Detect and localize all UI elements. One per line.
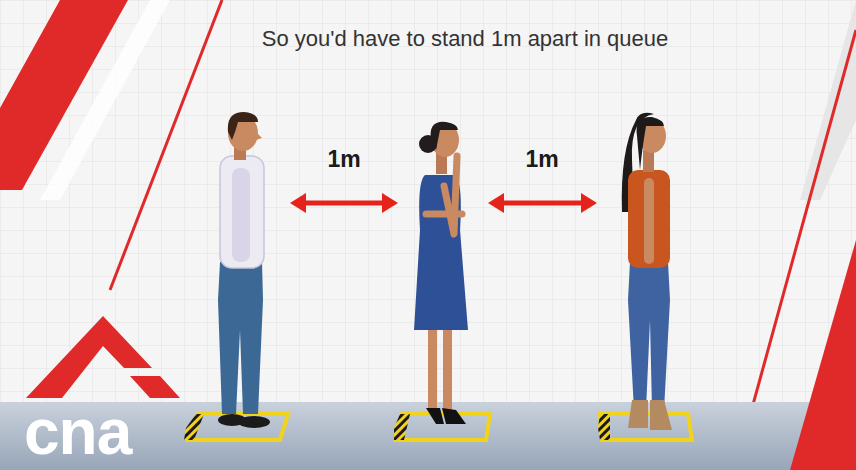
- cna-logo-mark-part: [130, 376, 180, 398]
- woman-figure-part: [414, 175, 468, 330]
- distance-arrow-part: [488, 193, 504, 213]
- woman-figure-part: [650, 400, 672, 430]
- woman-figure-part: [628, 262, 670, 410]
- cna-logo-mark-part: [26, 316, 152, 398]
- decor-stripes-part: [40, 0, 170, 200]
- woman-figure-part: [628, 170, 670, 268]
- distance-arrow-part: [382, 193, 398, 213]
- decor-stripes-part: [110, 0, 222, 290]
- woman-figure-part: [644, 178, 654, 264]
- man-figure: [218, 112, 270, 428]
- floor-marker-part: [188, 414, 288, 440]
- man-figure-part: [218, 262, 263, 414]
- floor-marker-part: [598, 414, 610, 440]
- woman-figure: [414, 122, 468, 424]
- woman-figure-part: [428, 325, 437, 411]
- distance-arrow: [488, 193, 597, 213]
- distance-arrow-part: [581, 193, 597, 213]
- man-figure-part: [256, 132, 262, 140]
- woman-figure-part: [628, 400, 648, 428]
- woman-figure-part: [443, 325, 452, 411]
- floor-part: [790, 240, 856, 470]
- distance-arrow-part: [302, 201, 386, 206]
- distance-arrow: [290, 193, 398, 213]
- woman-figure-part: [419, 135, 437, 153]
- man-figure-part: [228, 112, 258, 140]
- dimension-label: 1m: [327, 146, 360, 172]
- man-figure-part: [232, 168, 250, 262]
- man-figure-part: [220, 156, 264, 268]
- title-text: So you'd have to stand 1m apart in queue: [262, 26, 669, 51]
- woman-figure: [622, 113, 672, 430]
- woman-figure-part: [643, 150, 654, 172]
- floor-marker-part: [394, 414, 410, 440]
- man-figure-part: [238, 416, 270, 428]
- logo-text: cna: [24, 400, 131, 464]
- floor-marker-part: [184, 414, 204, 440]
- floor-marker-part: [396, 414, 490, 440]
- woman-figure-part: [426, 408, 444, 424]
- decor-stripes-part: [800, 0, 856, 200]
- cna-logo-mark: [26, 316, 180, 398]
- woman-figure-part: [442, 408, 466, 424]
- distance-arrow-part: [290, 193, 306, 213]
- woman-figure-part: [637, 117, 664, 170]
- dimension-label: 1m: [525, 146, 558, 172]
- distance-arrow-part: [500, 201, 585, 206]
